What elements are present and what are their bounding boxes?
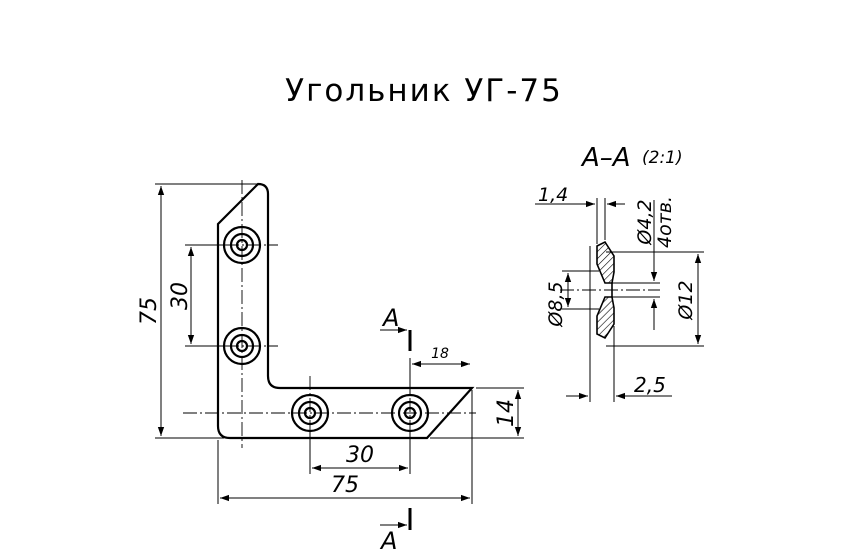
dim-arm-width: 14 xyxy=(430,387,524,439)
dim-value: 75 xyxy=(331,473,359,498)
dim-hole-spacing-vertical: 30 xyxy=(168,244,224,347)
section-view-title: A–A (2:1) xyxy=(580,143,683,173)
dim-value: Ø8,5 xyxy=(545,281,567,327)
cut-letter-bottom: A xyxy=(379,527,397,555)
section-label: A–A xyxy=(580,143,631,173)
dim-value: 2,5 xyxy=(634,373,666,397)
section-scale: (2:1) xyxy=(642,148,683,168)
dim-hole-diameter: Ø4,2 4отв. xyxy=(614,196,676,330)
dim-value: 18 xyxy=(431,346,449,362)
section-wall-upper xyxy=(596,240,615,284)
dim-value: Ø4,2 xyxy=(634,199,656,245)
section-cut-marker-bottom: A xyxy=(379,508,412,555)
dim-overall-width: 75 xyxy=(217,390,473,504)
dim-countersink-depth: 1,4 xyxy=(535,184,625,244)
dim-boss-diameter: Ø12 xyxy=(606,251,704,347)
dim-value: 14 xyxy=(494,399,519,427)
bracket-main-view xyxy=(183,180,476,448)
hole-count: 4отв. xyxy=(654,196,676,248)
dim-countersink-diameter: Ø8,5 xyxy=(545,270,599,328)
section-wall-lower xyxy=(596,296,615,340)
cut-letter-top: A xyxy=(381,304,399,332)
dim-value: Ø12 xyxy=(675,280,697,320)
section-view xyxy=(560,240,660,340)
dim-thickness: 2,5 xyxy=(566,246,672,402)
dim-value: 30 xyxy=(346,443,374,468)
dim-hole-spacing-horizontal: 30 xyxy=(309,431,411,474)
dim-overall-height: 75 xyxy=(137,183,262,439)
dim-chamfer: 18 xyxy=(409,346,470,395)
bracket-outline xyxy=(216,182,475,440)
dim-value: 30 xyxy=(168,282,193,310)
section-cut-marker-top: A xyxy=(380,304,412,351)
dim-value: 75 xyxy=(137,297,162,325)
drawing-title: Угольник УГ-75 xyxy=(285,73,563,109)
dim-value: 1,4 xyxy=(538,184,568,206)
